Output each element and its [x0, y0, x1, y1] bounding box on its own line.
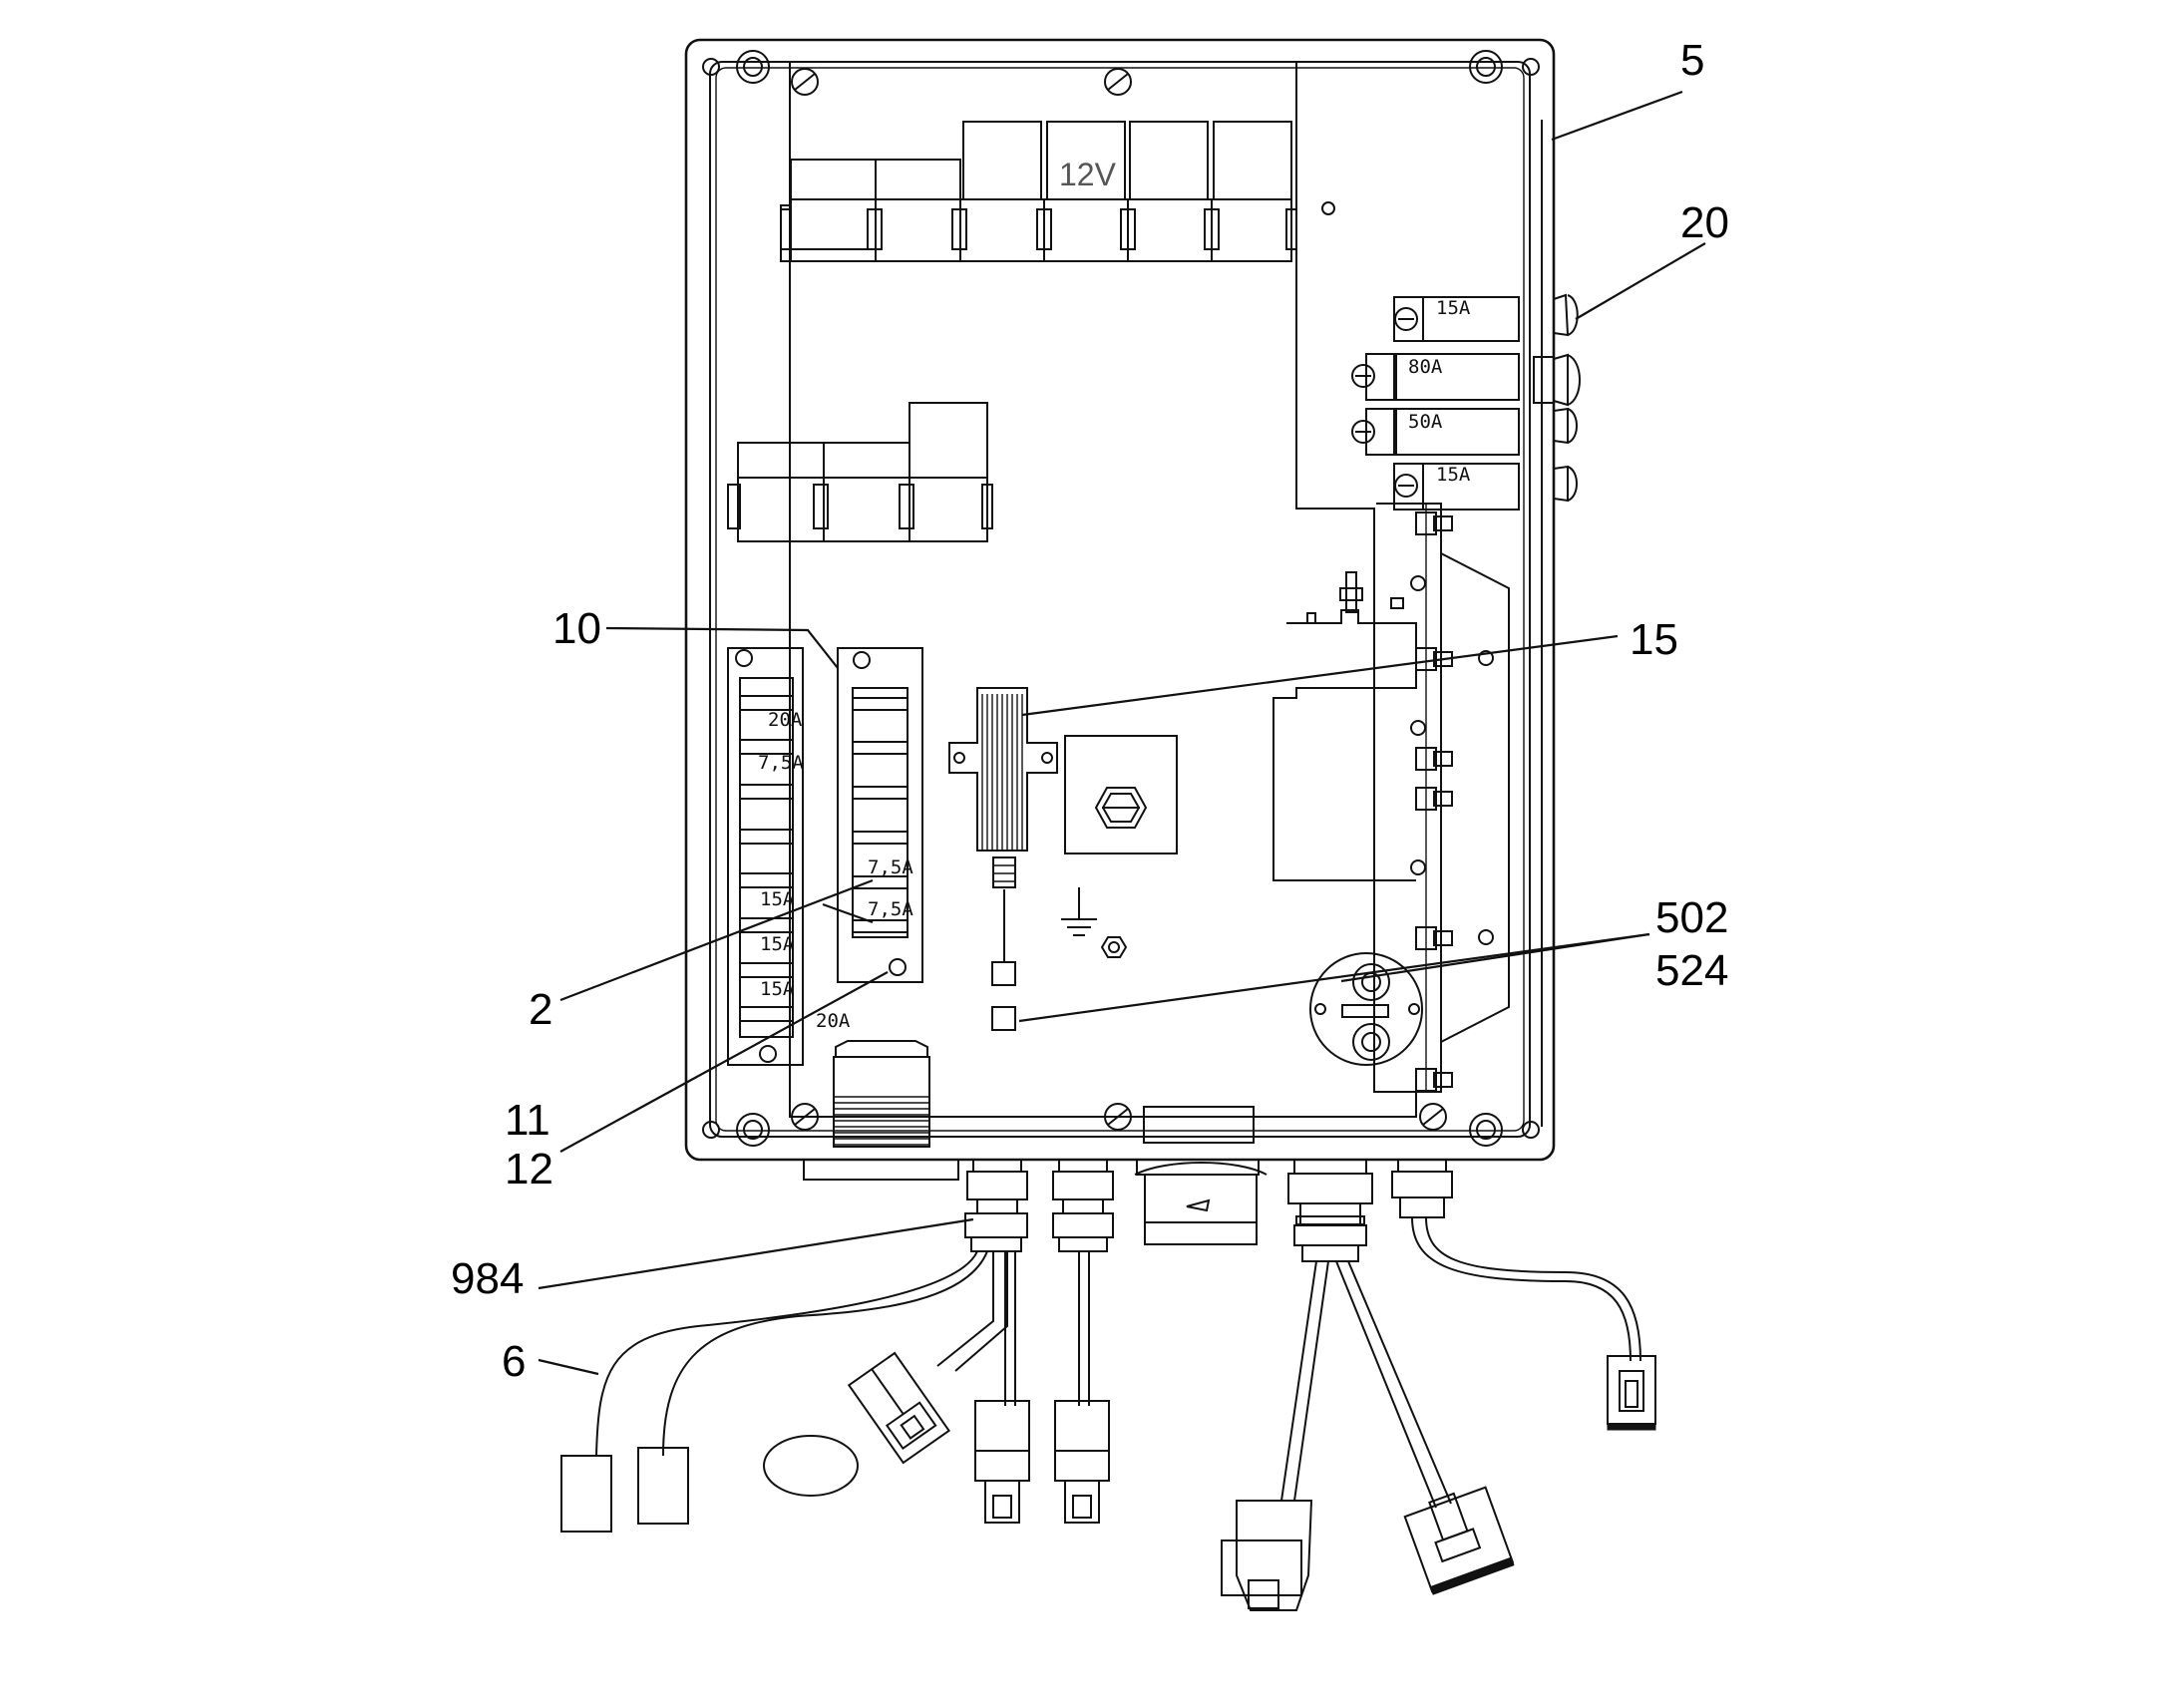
relay-row-middle: [727, 402, 993, 542]
plate-screw: [791, 68, 1447, 1131]
fuse-block-right: 7,5A 7,5A: [837, 647, 923, 983]
callout-labels: 5 20 10 15 502 524 2 11 12 984 6: [451, 36, 1729, 1386]
current-sensor: [1309, 952, 1423, 1066]
fuse-block-left: 20A 7,5A 15A 15A 15A 20A: [727, 647, 851, 1066]
fuse-rating: 20A: [768, 709, 803, 731]
callout-20: 20: [1680, 198, 1729, 247]
callout-11: 11: [505, 1096, 550, 1145]
bottom-connector: [803, 1040, 959, 1181]
callout-15: 15: [1630, 615, 1678, 664]
callout-12: 12: [505, 1145, 553, 1194]
connector-plug: [1403, 1486, 1515, 1595]
connector-plug: [847, 1351, 951, 1465]
fuse-rating: 20A: [816, 1010, 851, 1032]
connector-plug: [560, 1447, 689, 1533]
fuse-rating: 7,5A: [868, 898, 913, 920]
connector-plug: [1607, 1355, 1656, 1431]
fuse-rating: 15A: [760, 933, 795, 955]
ground-stud: [1064, 735, 1178, 854]
fuse-rating: 7,5A: [758, 752, 804, 774]
side-fuse-rating: 15A: [1436, 464, 1471, 486]
callout-524: 524: [1655, 946, 1728, 995]
fuse-rating: 15A: [760, 888, 795, 910]
connector-plug: [1221, 1500, 1313, 1611]
wire-harness: [595, 1216, 1641, 1509]
contactor-panel: [1272, 503, 1510, 1093]
fuse-rating: 15A: [760, 978, 795, 1000]
side-fuse-rating: 50A: [1408, 411, 1443, 433]
center-plug-housing: [1122, 1106, 1274, 1245]
mounting-plate: [789, 61, 1447, 1131]
bottom-cable-glands: [964, 1159, 1453, 1262]
side-cable-glands: [1533, 293, 1581, 503]
connector-plug: [974, 1400, 1110, 1524]
callout-10: 10: [552, 604, 601, 653]
relay-voltage-label: 12V: [1059, 157, 1117, 192]
fuse-rating: 7,5A: [868, 856, 913, 878]
relay-row-top: 12V: [780, 121, 1297, 262]
enclosure-housing: [684, 38, 1556, 1162]
callout-502: 502: [1655, 893, 1728, 942]
side-fuse-holders: 15A 80A 50A 15A: [1351, 296, 1520, 511]
oval-grommet: [763, 1435, 859, 1497]
callout-5: 5: [1680, 36, 1704, 85]
callout-2: 2: [529, 985, 552, 1034]
callout-984: 984: [451, 1254, 524, 1303]
side-fuse-rating: 15A: [1436, 297, 1471, 319]
power-resistor: [948, 687, 1058, 1031]
leader-lines: [538, 90, 1706, 1376]
callout-6: 6: [502, 1337, 526, 1386]
side-fuse-rating: 80A: [1408, 356, 1443, 378]
ground-symbol-icon: [1061, 887, 1128, 958]
corner-screw: [702, 50, 1540, 1147]
